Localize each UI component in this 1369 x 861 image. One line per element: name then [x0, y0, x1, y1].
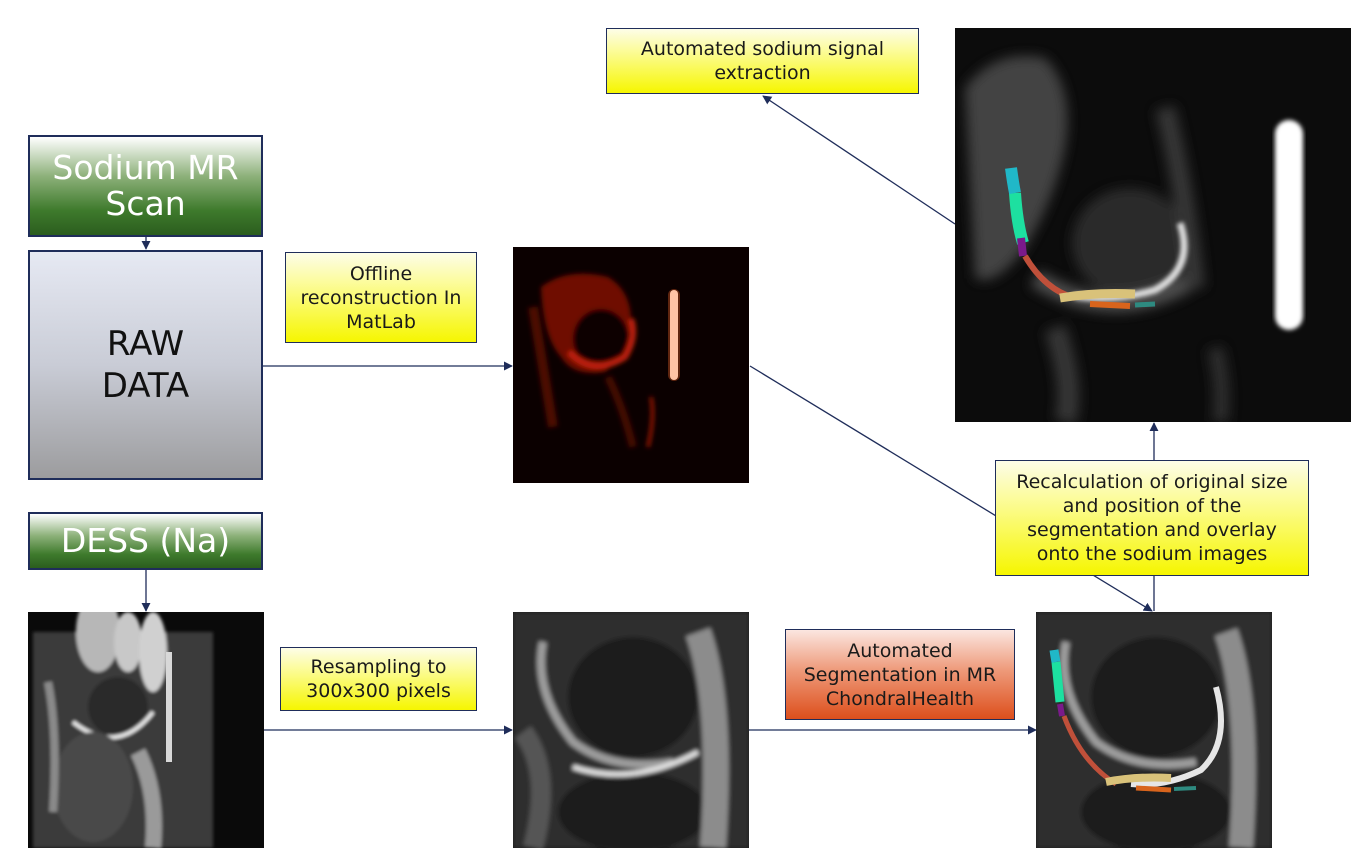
dess-image — [28, 612, 264, 848]
dess-na-box: DESS (Na) — [28, 512, 263, 570]
resampling-box: Resampling to 300x300 pixels — [280, 647, 477, 711]
recalculation-box: Recalculation of original size and posit… — [995, 460, 1309, 576]
automated-segmentation-label: Automated Segmentation in MR ChondralHea… — [803, 639, 997, 710]
sodium-mr-scan-label: Sodium MR Scan — [52, 148, 239, 223]
sodium-signal-extraction-label: Automated sodium signal extraction — [640, 38, 885, 84]
offline-reconstruction-box: Offline reconstruction In MatLab — [285, 252, 477, 343]
sodium-mr-scan-box: Sodium MR Scan — [28, 135, 263, 237]
resampled-image — [513, 612, 749, 848]
automated-segmentation-box: Automated Segmentation in MR ChondralHea… — [785, 629, 1015, 720]
sodium-overlay-image — [955, 28, 1351, 422]
offline-reconstruction-label: Offline reconstruction In MatLab — [300, 262, 462, 333]
raw-data-box: RAW DATA — [28, 250, 263, 480]
raw-data-label: RAW DATA — [101, 324, 190, 406]
resampling-label: Resampling to 300x300 pixels — [306, 656, 451, 702]
sodium-signal-extraction-box: Automated sodium signal extraction — [606, 28, 919, 94]
segmented-dess-image — [1036, 612, 1272, 848]
arrow-overlay-to-extract — [762, 95, 956, 225]
recalculation-label: Recalculation of original size and posit… — [1016, 471, 1288, 565]
sodium-reconstruction-image — [513, 247, 749, 483]
dess-na-label: DESS (Na) — [60, 521, 231, 560]
